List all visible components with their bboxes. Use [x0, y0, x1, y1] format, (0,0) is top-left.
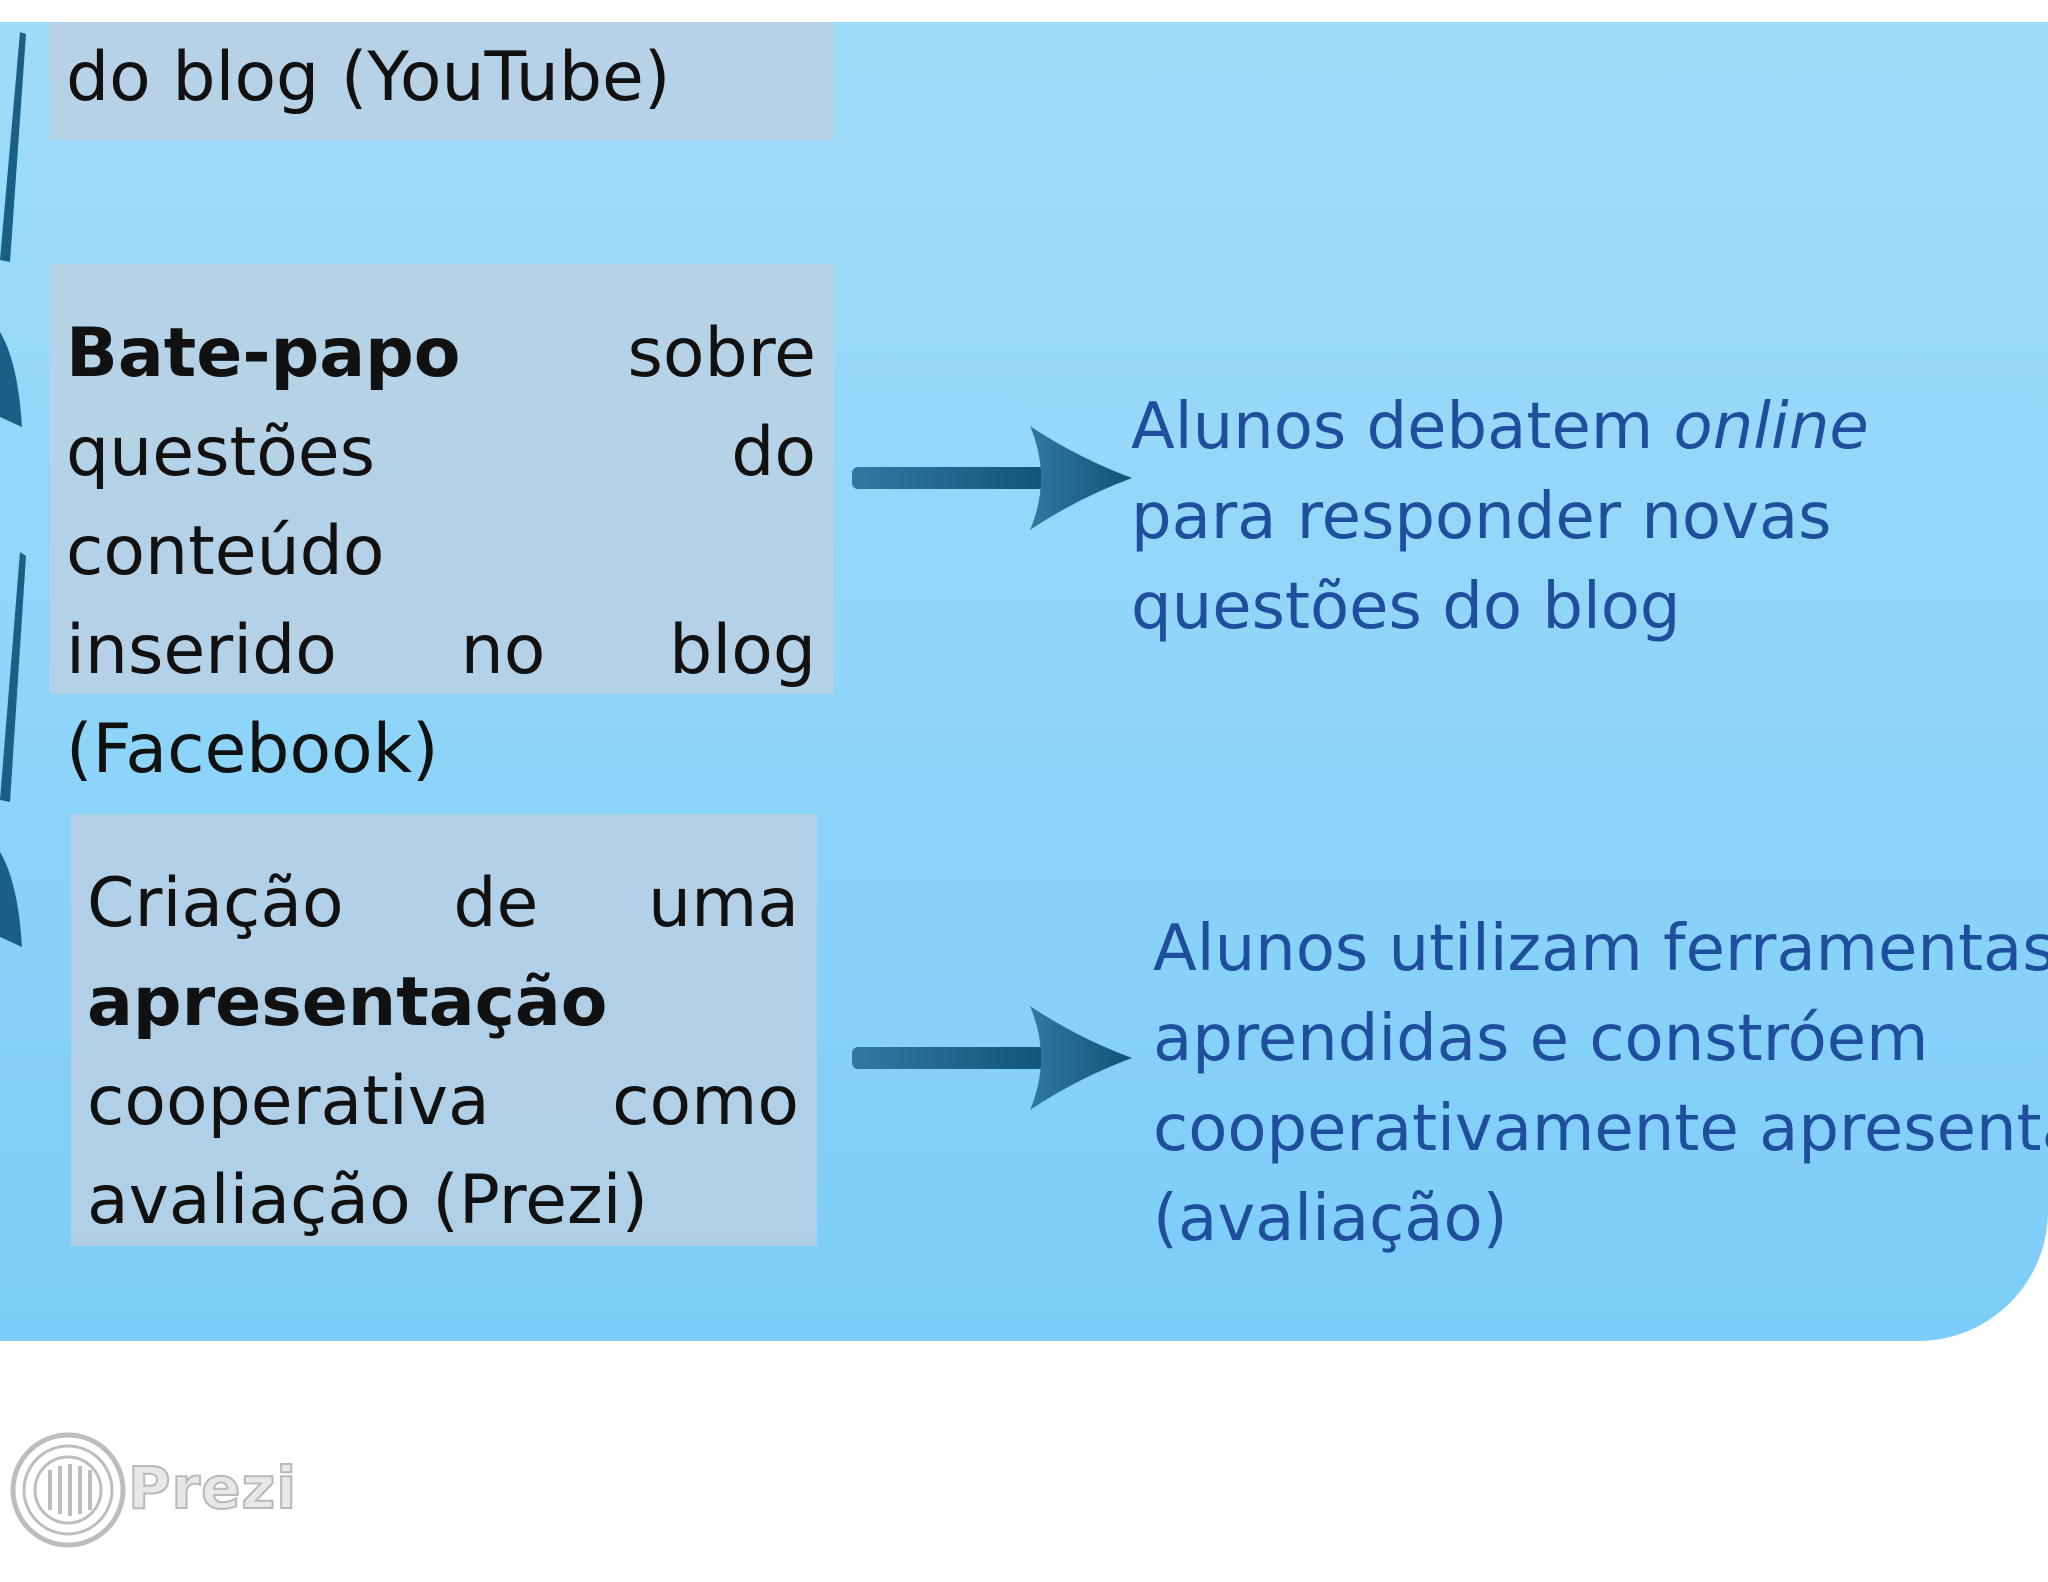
result-text-debate: Alunos debatem online para responder nov… [1131, 382, 1869, 652]
result-tools-line-2: aprendidas e constróem [1153, 1002, 1929, 1076]
top-white-strip [0, 0, 2048, 22]
step-box-facebook-line-4: (Facebook) [66, 710, 439, 789]
prezi-watermark-text: Prezi [127, 1453, 298, 1523]
step-box-facebook-line-1: Bate-papo sobre [66, 304, 816, 403]
step-box-prezi-line-1: Criação de uma [87, 864, 799, 943]
result-text-tools: Alunos utilizam ferramentas aprendidas e… [1153, 904, 2048, 1264]
step-box-facebook-line-3: inserido no blog [66, 611, 816, 690]
presentation-canvas[interactable]: do blog (YouTube) . Bate-papo sobre ques… [0, 22, 2048, 1341]
step-box-facebook-line-2: questões do conteúdo [66, 413, 816, 591]
step-box-facebook-line-1-rest: sobre [627, 314, 817, 393]
step-box-facebook: Bate-papo sobre questões do conteúdo ins… [50, 264, 834, 789]
result-tools-line-1: Alunos utilizam ferramentas [1153, 912, 2048, 986]
left-connector-arrowhead-2 [0, 852, 22, 947]
left-connector-mark-2 [0, 552, 26, 802]
left-connector-mark-1 [0, 32, 26, 262]
arrow-right-icon [852, 426, 1132, 530]
bate-papo-bold: Bate-papo [66, 314, 461, 393]
step-box-prezi: Criação de uma apresentação cooperativa … [71, 814, 817, 1246]
result-tools-line-4: (avaliação) [1153, 1182, 1508, 1256]
arrow-right-icon [852, 1006, 1132, 1110]
result-debate-line-2: para responder novas [1131, 480, 1832, 554]
result-debate-line-1: Alunos debatem online [1131, 390, 1869, 464]
prezi-logo-icon [10, 1432, 126, 1548]
step-box-prezi-line-4: avaliação (Prezi) [87, 1161, 649, 1240]
step-box-youtube-text: do blog (YouTube) [66, 38, 671, 117]
step-box-prezi-line-3: cooperativa como [87, 1062, 799, 1141]
result-debate-line-3: questões do blog [1131, 570, 1681, 644]
left-connector-arrowhead-1 [0, 332, 22, 427]
apresentacao-bold: apresentação [87, 963, 608, 1042]
result-text-cut-off: . [1131, 22, 1151, 54]
result-tools-line-3: cooperativamente apresentaçã [1153, 1092, 2048, 1166]
online-italic: online [1673, 390, 1869, 464]
step-box-youtube: do blog (YouTube) [50, 22, 834, 140]
step-box-prezi-line-2: apresentação [87, 953, 799, 1052]
